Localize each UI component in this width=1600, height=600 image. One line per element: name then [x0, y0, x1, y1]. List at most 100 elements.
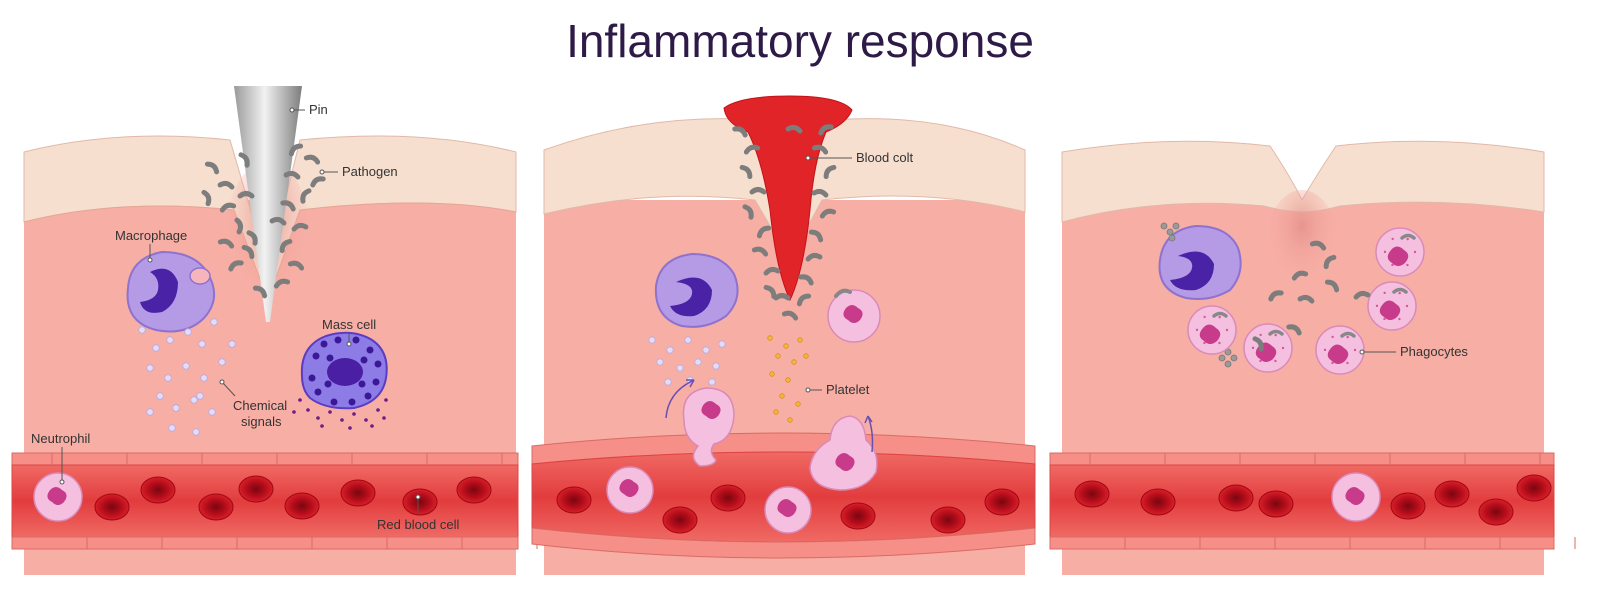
pathogen-icon — [283, 170, 301, 180]
particle — [152, 344, 160, 352]
particle — [1224, 360, 1232, 368]
label-red-blood-cell: Red blood cell — [377, 517, 459, 532]
neutrophil — [606, 466, 654, 514]
pathogen-icon — [751, 246, 769, 257]
pathogen-icon — [1268, 290, 1284, 302]
particle — [803, 353, 809, 359]
blood-vessel — [1049, 452, 1576, 550]
pathogen-icon — [291, 222, 309, 232]
neutrophil — [1331, 472, 1381, 522]
red-blood-cell-icon — [198, 493, 234, 521]
particle — [228, 340, 236, 348]
red-blood-cell-icon — [140, 476, 176, 504]
pathogen-icon — [1323, 254, 1337, 270]
red-blood-cell-icon — [340, 479, 376, 507]
red-blood-cell-icon — [984, 488, 1020, 516]
pathogen-icon — [742, 204, 754, 220]
label-phagocytes: Phagocytes — [1400, 344, 1468, 359]
label-pin: Pin — [309, 102, 328, 117]
red-blood-cell-icon — [1074, 480, 1110, 508]
mast-cell-granules — [308, 336, 382, 406]
pathogen-icon — [1309, 240, 1327, 251]
red-blood-cell-icon — [238, 475, 274, 503]
pathogen-icon — [763, 266, 781, 276]
red-blood-cell-icon — [1434, 480, 1470, 508]
pathogen-icon — [1353, 290, 1371, 300]
pathogen-icon — [1297, 294, 1315, 304]
label-pathogen: Pathogen — [342, 164, 398, 179]
pathogen-icon — [246, 230, 258, 246]
particle — [364, 418, 368, 422]
pathogen-icon — [269, 216, 287, 226]
label-neutrophil: Neutrophil — [31, 431, 90, 446]
particle — [1224, 348, 1232, 356]
particle — [138, 326, 146, 334]
pin-icon — [234, 86, 302, 322]
pathogen-icon — [743, 144, 761, 155]
macrophage — [654, 252, 739, 328]
label-chemical-signals-line1: Chemical — [233, 398, 287, 413]
pathogen-icon — [234, 217, 244, 235]
particle — [787, 417, 793, 423]
red-blood-cell-icon — [456, 476, 492, 504]
particle — [708, 378, 716, 386]
particle — [384, 398, 388, 402]
red-blood-cell-icon — [840, 502, 876, 530]
pathogen-debris — [1160, 222, 1238, 368]
pathogen-icon — [273, 278, 291, 289]
particle — [718, 340, 726, 348]
particle — [330, 398, 338, 406]
phagocytes — [1187, 227, 1425, 375]
pathogen-icon — [1252, 336, 1264, 352]
particle — [200, 374, 208, 382]
particle — [366, 346, 374, 354]
particle — [364, 392, 372, 400]
red-blood-cell-icon — [284, 492, 320, 520]
particle — [648, 336, 656, 344]
red-blood-cell-icon — [1140, 488, 1176, 516]
particle — [182, 362, 190, 370]
particle — [208, 408, 216, 416]
particle — [340, 418, 344, 422]
particle — [1160, 222, 1168, 230]
pathogen-icon — [201, 189, 212, 207]
particle — [352, 412, 356, 416]
pathogen-icon — [823, 164, 837, 180]
pathogen-icon — [785, 124, 803, 134]
red-blood-cell-icon — [402, 488, 438, 516]
particle — [306, 408, 310, 412]
particle — [320, 424, 324, 428]
macrophage — [1158, 224, 1242, 300]
red-blood-cell-icon — [556, 486, 592, 514]
phagocyte — [1367, 281, 1417, 331]
particle — [166, 336, 174, 344]
particle — [376, 408, 380, 412]
pathogen-icon — [781, 310, 799, 321]
particle — [328, 410, 332, 414]
pathogen-icon — [1286, 324, 1302, 336]
particle — [218, 358, 226, 366]
phagocyte — [1243, 323, 1293, 373]
pathogen-icon — [773, 293, 791, 301]
pathogen-icon — [811, 144, 829, 155]
pathogen-icon — [228, 260, 244, 272]
red-blood-cell-icon — [1390, 492, 1426, 520]
particle — [775, 353, 781, 359]
particle — [168, 424, 176, 432]
particle — [779, 393, 785, 399]
particle — [666, 346, 674, 354]
neutrophil — [827, 288, 881, 343]
particle — [785, 377, 791, 383]
particle — [298, 398, 302, 402]
particle — [324, 380, 332, 388]
particle — [694, 358, 702, 366]
label-platelet: Platelet — [826, 382, 870, 397]
neutrophil-emigrating — [809, 415, 878, 491]
pathogen-icon — [739, 164, 753, 180]
particle — [1230, 354, 1238, 362]
mast-cell-release — [292, 398, 388, 430]
phagocyte — [1315, 325, 1365, 375]
label-mass-cell: Mass cell — [322, 317, 376, 332]
pathogen-icon — [252, 285, 268, 299]
red-blood-cell-icon — [94, 493, 130, 521]
